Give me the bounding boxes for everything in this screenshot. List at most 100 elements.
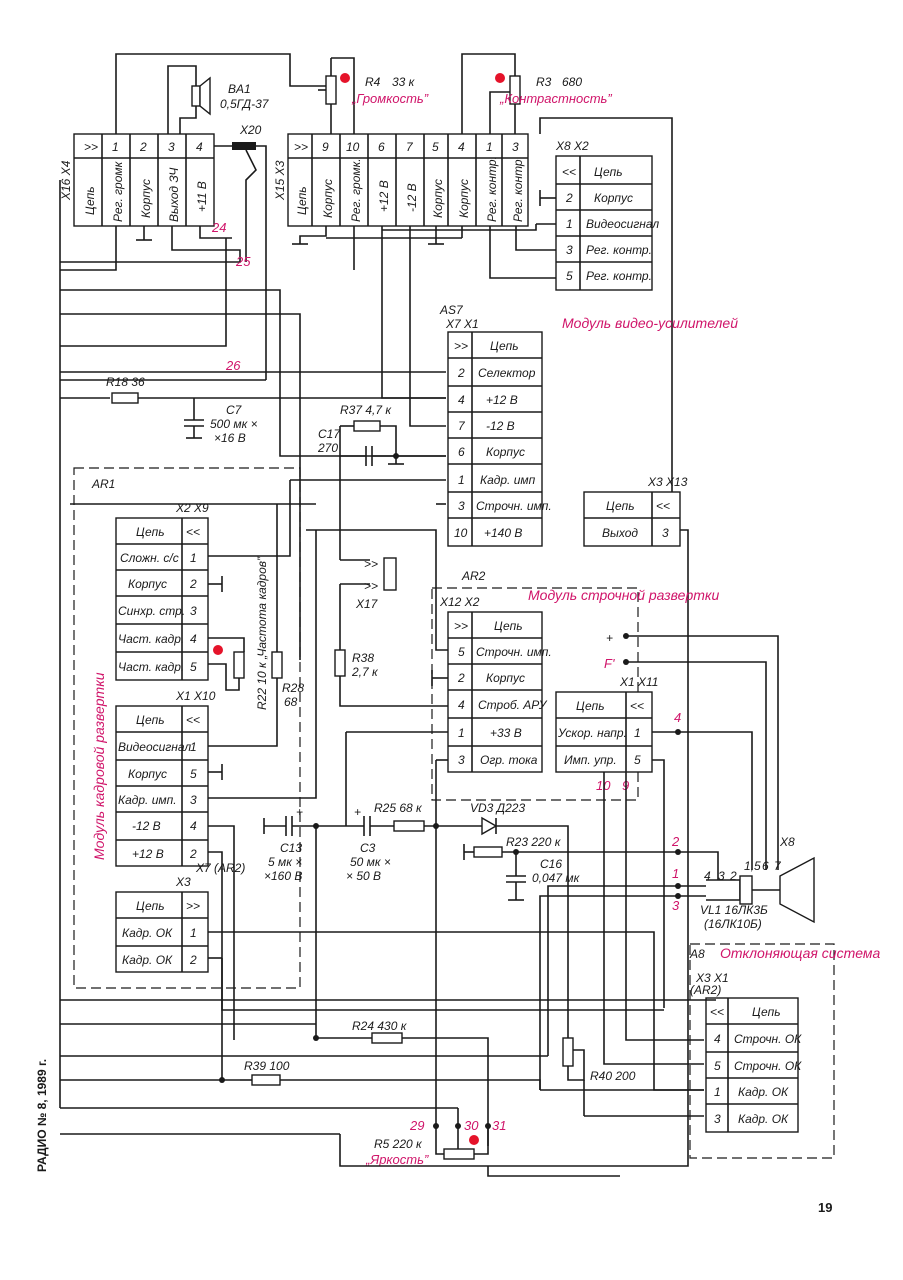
ar2-ref: AR2 xyxy=(461,569,486,583)
r37-label: R37 4,7 к xyxy=(340,403,392,417)
a8-pin-1: 1 xyxy=(714,1085,721,1099)
resistor-r39: R39 100 xyxy=(240,1059,541,1090)
a8-row-4: Кадр. ОК xyxy=(738,1112,789,1126)
x9-row-0: Цепь xyxy=(136,525,165,539)
r38-value: 2,7 к xyxy=(351,665,379,679)
arrow-icon: >> xyxy=(186,899,200,913)
arrow-icon: << xyxy=(656,499,670,513)
red-marker xyxy=(469,1135,479,1145)
capacitor-c17: C17 270 xyxy=(317,427,446,466)
junction-dot xyxy=(433,1123,439,1129)
ar2-f: F' xyxy=(604,656,615,671)
x11-pin-5: 5 xyxy=(634,753,641,767)
a8-pin-3: 3 xyxy=(714,1112,721,1126)
x4-col-1: Рег. громк xyxy=(111,160,125,222)
r24-label: R24 430 к xyxy=(352,1019,408,1033)
x10-pin-2: 2 xyxy=(189,847,197,861)
x8-row-3: Рег. контр. xyxy=(586,243,652,257)
x3-pin-3: 3 xyxy=(512,140,519,154)
a8-header: X3 X1 xyxy=(695,971,729,985)
x10-pin-4: 4 xyxy=(190,819,197,833)
a8-row-1: Строчн. ОК xyxy=(734,1032,802,1046)
x12-pin-4: 4 xyxy=(458,698,465,712)
plus-sign: + xyxy=(296,805,303,819)
x13-pin-3: 3 xyxy=(662,526,669,540)
connector-x16-x4: X16 X4 >> Цепь Рег. громк Корпус Выход З… xyxy=(59,133,215,227)
junction-dot xyxy=(313,1035,319,1041)
arrow-icon: >> xyxy=(454,339,468,353)
ar1-title: Модуль кадровой развертки xyxy=(91,672,107,860)
c17-ref: C17 xyxy=(318,427,341,441)
x16-x4-header: X16 X4 xyxy=(59,160,73,201)
x10-row-5: +12 В xyxy=(132,847,164,861)
a8-row-2: Строчн. ОК xyxy=(734,1059,802,1073)
c16-value: 0,047 мк xyxy=(532,871,581,885)
arrow-icon: >> xyxy=(364,557,378,571)
crt-vl1: X8 VL1 16ЛК3Б (16ЛК10Б) 4 3 2 1,5 6 7 xyxy=(700,835,815,931)
module-ar1: AR1 Модуль кадровой развертки X2 X9 Цепь… xyxy=(73,467,301,989)
x12-row-3: Строб. АРУ xyxy=(478,698,548,712)
x3x7-header2: X7 (AR2) xyxy=(195,861,245,875)
x3-x13-header: X3 X13 xyxy=(647,475,688,489)
c7-value2: ×16 В xyxy=(214,431,246,445)
x8-row-1: Корпус xyxy=(594,191,633,205)
resistor-r37: R37 4,7 к xyxy=(340,403,397,456)
x8-x2-header: X8 X2 xyxy=(555,139,589,153)
mark-29: 29 xyxy=(409,1118,424,1133)
red-marker xyxy=(340,73,350,83)
r18-label: R18 36 xyxy=(106,375,145,389)
x10-pin-5: 5 xyxy=(190,767,197,781)
x3-pin-5: 5 xyxy=(432,140,439,154)
x11-pin-1: 1 xyxy=(634,726,641,740)
connector-x15-x3: X15 X3 >> Цепь Корпус Рег. громк. +12 В … xyxy=(273,133,529,227)
resistor-r5: 29 30 31 R5 220 к „Яркость” xyxy=(365,1108,506,1167)
x3-pin-1: 1 xyxy=(486,140,493,154)
x8-row-2: Видеосигнал xyxy=(586,217,659,231)
x3x7-row-0: Цепь xyxy=(136,899,165,913)
mark-2: 2 xyxy=(671,834,680,849)
x4-col-4: +11 В xyxy=(195,181,209,212)
x1-x11-header: X1 X11 xyxy=(619,675,658,689)
arrow-icon: << xyxy=(186,713,200,727)
x8-row-0: Цепь xyxy=(594,165,623,179)
as7-row-2: +12 В xyxy=(486,393,518,407)
mark-4: 4 xyxy=(674,710,681,725)
r25-label: R25 68 к xyxy=(374,801,423,815)
x3-col-1: Корпус xyxy=(321,179,335,218)
as7-row-1: Селектор xyxy=(478,366,536,380)
x12-pin-2: 2 xyxy=(457,671,465,685)
as7-pin-5: 1 xyxy=(458,473,465,487)
a8-title: Отклоняющая система xyxy=(720,945,880,961)
x3-pin-7: 7 xyxy=(406,140,414,154)
x9-pin-3: 3 xyxy=(190,604,197,618)
c16-ref: C16 xyxy=(540,857,562,871)
x11-row-1: Ускор. напр. xyxy=(557,726,627,740)
as7-row-0: Цепь xyxy=(490,339,519,353)
ba1-ref: BA1 xyxy=(228,82,251,96)
as7-pin-4: 6 xyxy=(458,445,465,459)
mark-24: 24 xyxy=(211,220,226,235)
arrow-icon: << xyxy=(562,165,576,179)
x20-label: X20 xyxy=(239,123,262,137)
resistor-r40: R40 200 xyxy=(562,1037,704,1117)
x8-label: X8 xyxy=(779,835,795,849)
connector-x8-x2: X8 X2 << Цепь 2 Корпус 1 Видеосигнал 3 Р… xyxy=(555,139,659,291)
x3x7-pin-2: 2 xyxy=(189,953,197,967)
resistor-r24: R24 430 к xyxy=(316,1019,489,1146)
x12-x2-header: X12 X2 xyxy=(439,595,480,609)
a8-pin-4: 4 xyxy=(714,1032,721,1046)
deflection-a8: A8 Отклоняющая система X3 X1 (AR2) << Це… xyxy=(689,943,880,1159)
ar2-title: Модуль строчной развертки xyxy=(528,587,719,603)
resistor-r3: R3 680 „Контрастность” xyxy=(461,53,612,134)
mark-26: 26 xyxy=(225,358,241,373)
x8-pin-4: 5 xyxy=(566,269,573,283)
x12-row-5: Огр. тока xyxy=(480,753,538,767)
junction-dot xyxy=(455,1123,461,1129)
x9-pin-4: 4 xyxy=(190,632,197,646)
crt-pin-2: 2 xyxy=(729,869,737,883)
x3-pin-6: 6 xyxy=(378,140,385,154)
as7-title: Модуль видео-усилителей xyxy=(562,315,738,331)
crt-pin-15: 1,5 xyxy=(744,859,761,873)
x12-row-1: Строчн. имп. xyxy=(476,645,552,659)
x12-pin-1: 1 xyxy=(458,726,465,740)
